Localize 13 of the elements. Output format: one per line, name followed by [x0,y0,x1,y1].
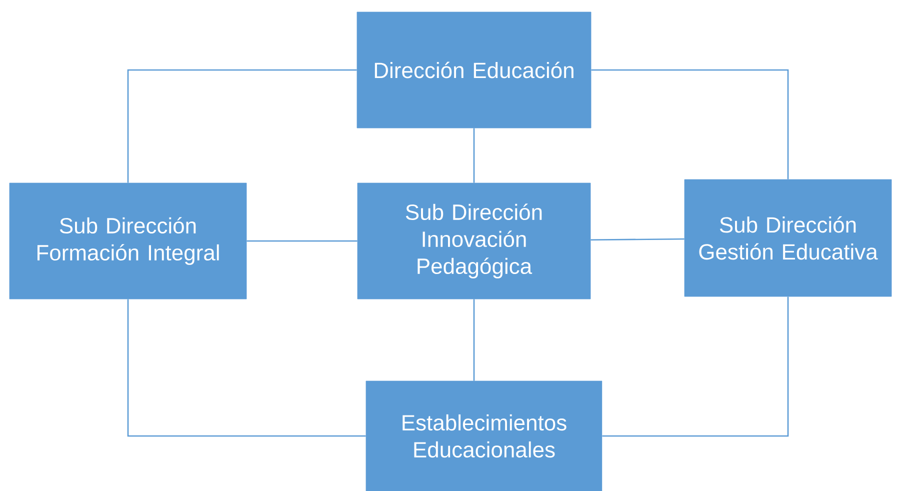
process-box: Sub Dirección Innovación Pedagógica [357,182,591,300]
process-box: Sub Dirección Formación Integral [9,182,247,300]
connector-line [127,299,366,437]
connector-line [590,238,684,241]
connector-line [127,69,357,183]
process-box: Sub Dirección Gestión Educativa [684,179,892,297]
connector-line [473,299,475,381]
connector-line [246,240,358,242]
connector-line [591,69,789,180]
process-box: Establecimientos Educacionales [366,380,602,491]
connector-line [602,296,789,437]
connector-line [473,128,475,183]
process-box: Dirección Educación [356,12,592,128]
